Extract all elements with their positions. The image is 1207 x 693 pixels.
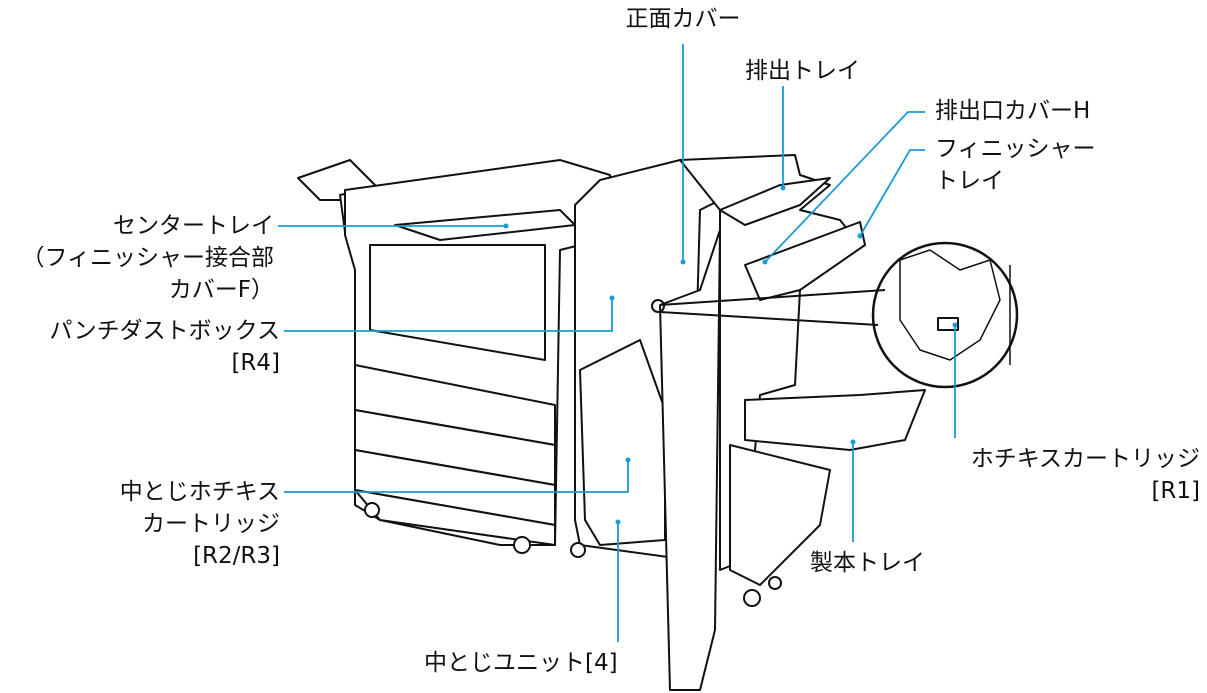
front-cover-door (659, 229, 721, 691)
label-output-tray: 排出トレイ (745, 58, 860, 84)
leader-finisher-tray (859, 149, 925, 237)
output-tray-shape (719, 177, 831, 226)
label-saddle-staple-line3: [R2/R3] (193, 543, 280, 569)
label-staple-cartridge-line1: ホチキスカートリッジ (970, 446, 1200, 472)
leader-exit-cover (764, 111, 925, 263)
saddle-unit-body (579, 339, 666, 546)
label-saddle-staple-line1: 中とじホチキス (119, 479, 280, 505)
label-center-tray-line3: カバーF） (168, 277, 274, 303)
label-saddle-unit: 中とじユニット[4] (424, 650, 618, 676)
label-front-cover: 正面カバー (625, 6, 741, 32)
booklet-tray-shape (744, 389, 926, 451)
label-finisher-tray-line1: フィニッシャー (935, 136, 1096, 162)
leader-lines (278, 44, 956, 642)
label-exit-cover: 排出口カバーH (935, 98, 1091, 124)
label-saddle-staple-line2: カートリッジ (142, 511, 280, 537)
leader-punch-box (284, 298, 613, 332)
label-staple-cartridge-line2: [R1] (1151, 478, 1200, 504)
label-center-tray-line2: （フィニッシャー接合部 (21, 245, 274, 271)
label-punch-box-line2: [R4] (231, 350, 280, 376)
label-punch-box-line1: パンチダストボックス (49, 318, 280, 344)
finisher-tray-shape (744, 221, 866, 301)
booklet-frame (729, 444, 831, 586)
label-finisher-tray-line2: トレイ (935, 168, 1004, 194)
leader-saddle-staple (284, 460, 629, 493)
label-center-tray-line1: センタートレイ (113, 213, 274, 239)
label-booklet-tray: 製本トレイ (810, 550, 925, 576)
